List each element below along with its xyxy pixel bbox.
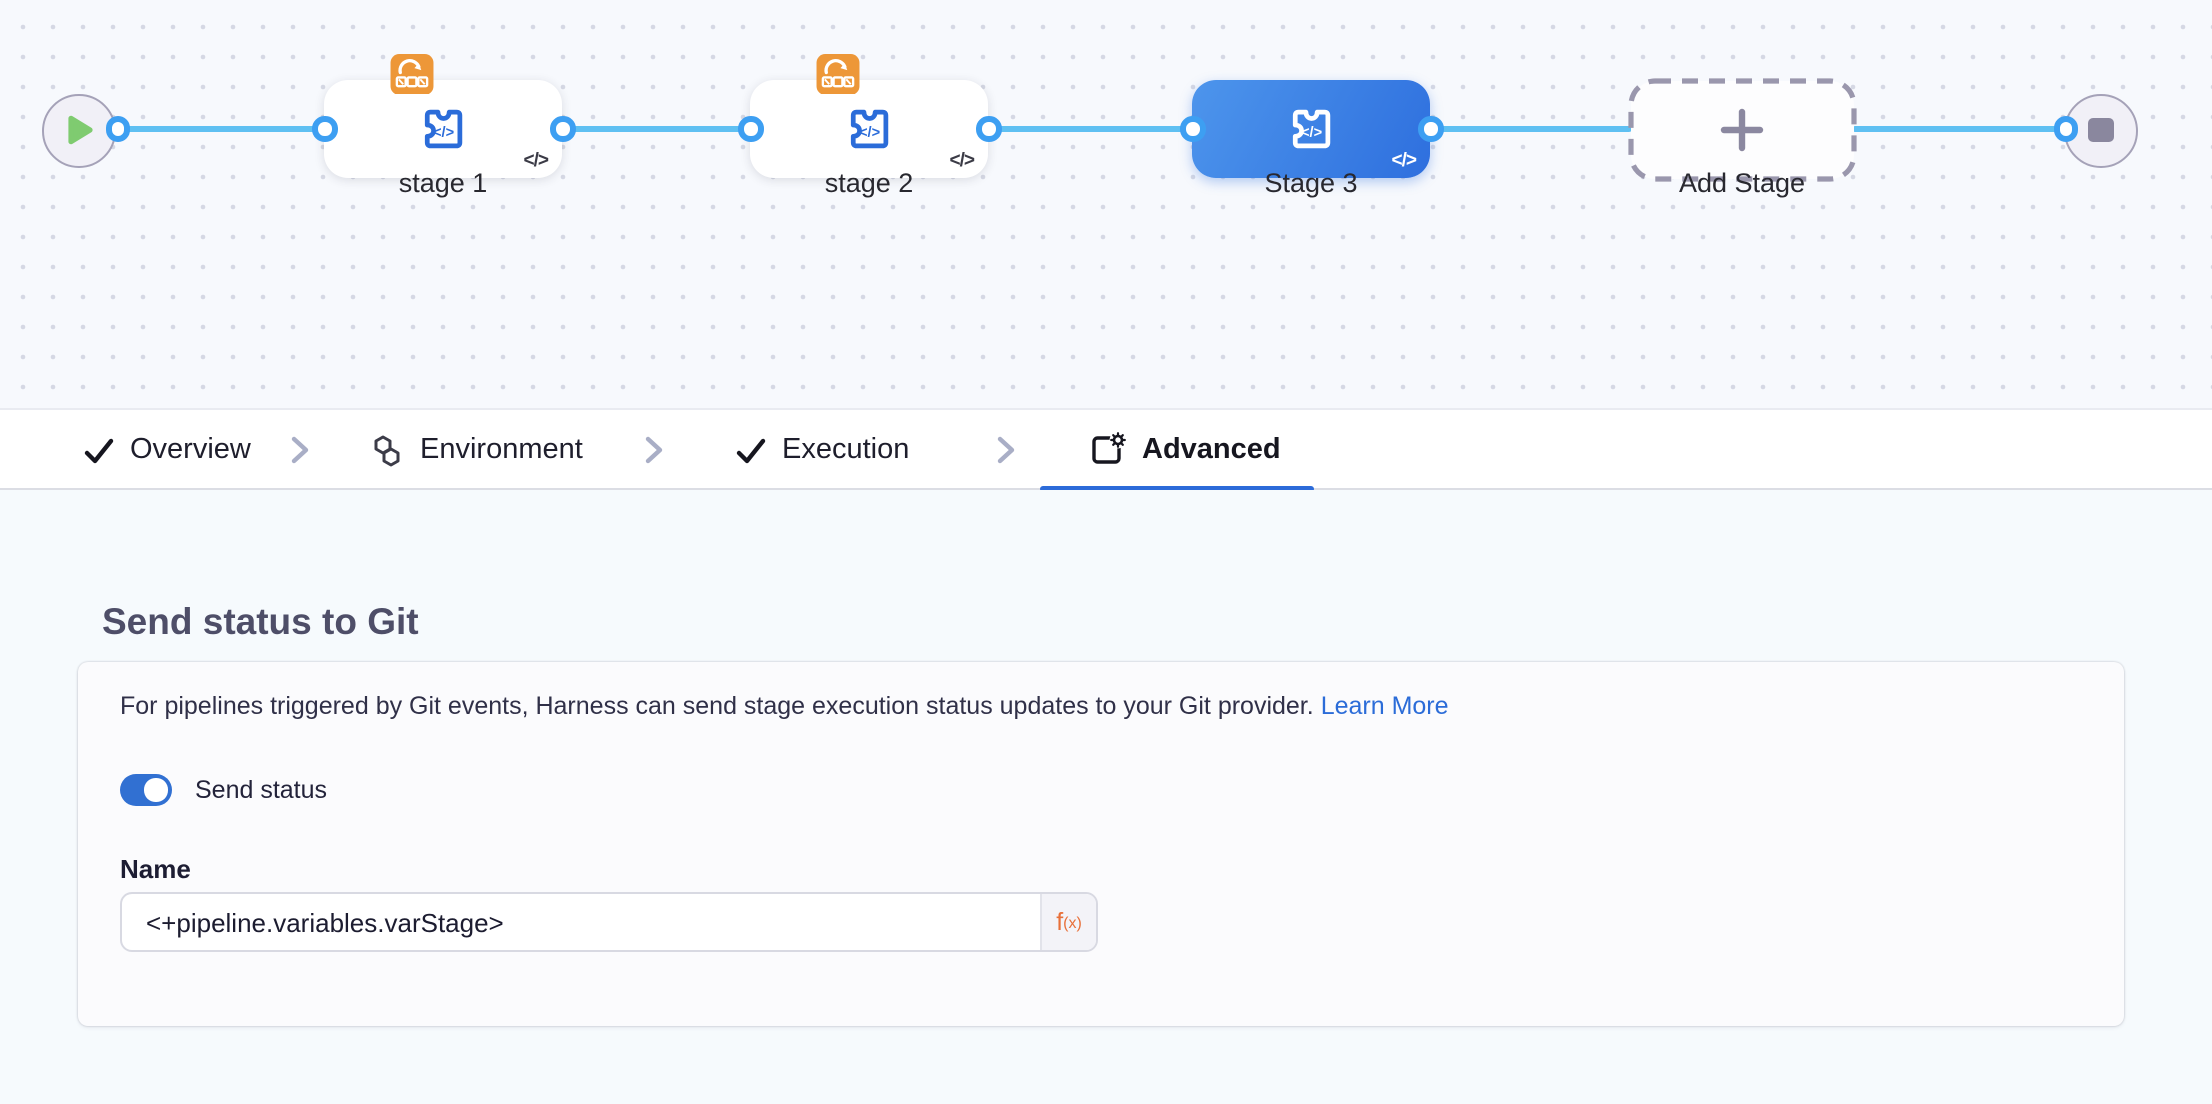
code-mark: </> bbox=[523, 150, 550, 172]
fx-sub-label: (x) bbox=[1063, 913, 1082, 931]
expression-fx-button[interactable]: f(x) bbox=[1040, 894, 1096, 950]
edge-line bbox=[1424, 126, 1632, 133]
tab-execution[interactable]: Execution bbox=[736, 410, 909, 490]
svg-text:</>: </> bbox=[1301, 125, 1322, 141]
tab-label: Overview bbox=[130, 434, 251, 466]
rolling-strategy-badge-icon bbox=[390, 53, 434, 94]
card-description: For pipelines triggered by Git events, H… bbox=[120, 690, 2040, 722]
active-tab-underline bbox=[1040, 485, 1314, 491]
stop-icon bbox=[2088, 118, 2114, 142]
tab-label: Execution bbox=[782, 434, 910, 466]
send-status-card: For pipelines triggered by Git events, H… bbox=[78, 662, 2124, 1026]
check-icon bbox=[736, 437, 766, 463]
send-status-row: Send status bbox=[120, 774, 327, 806]
custom-stage-icon: </> bbox=[1292, 109, 1331, 149]
code-mark: </> bbox=[949, 150, 976, 172]
check-icon bbox=[84, 437, 114, 463]
plus-icon bbox=[1721, 108, 1764, 152]
doc-gear-icon bbox=[1092, 432, 1126, 464]
tab-environment[interactable]: Environment bbox=[370, 410, 583, 490]
toggle-label: Send status bbox=[195, 776, 328, 804]
stage-label: stage 1 bbox=[398, 168, 488, 198]
custom-stage-icon: </> bbox=[850, 109, 889, 149]
edge-line bbox=[1852, 126, 2070, 133]
fx-label: f bbox=[1056, 908, 1064, 936]
edge-line bbox=[110, 126, 330, 133]
connector-port[interactable] bbox=[105, 116, 131, 142]
name-input[interactable] bbox=[122, 894, 1040, 950]
code-mark: </> bbox=[1391, 150, 1418, 172]
stage-label: Add Stage bbox=[1678, 168, 1806, 198]
connector-port[interactable] bbox=[1180, 116, 1206, 142]
play-icon bbox=[67, 115, 92, 145]
connector-port[interactable] bbox=[550, 116, 576, 142]
add-stage-button[interactable] bbox=[1628, 78, 1857, 182]
pipeline-start-node[interactable] bbox=[42, 93, 116, 167]
connector-port[interactable] bbox=[312, 116, 338, 142]
learn-more-link[interactable]: Learn More bbox=[1320, 692, 1449, 720]
stage-node-2[interactable]: </> </> bbox=[750, 80, 988, 178]
rolling-strategy-badge-icon bbox=[816, 53, 860, 94]
connector-port[interactable] bbox=[976, 116, 1002, 142]
connector-port[interactable] bbox=[1418, 116, 1444, 142]
stage-node-1[interactable]: </> </> bbox=[324, 80, 562, 178]
send-status-toggle[interactable] bbox=[120, 774, 171, 806]
name-input-group: f(x) bbox=[120, 892, 1098, 952]
pipeline-canvas[interactable]: </> </> </> </> bbox=[0, 0, 2212, 408]
tab-label: Advanced bbox=[1142, 434, 1281, 466]
toggle-knob bbox=[144, 778, 167, 802]
tab-label: Environment bbox=[420, 434, 583, 466]
edge-line bbox=[556, 126, 756, 133]
name-field-label: Name bbox=[120, 854, 191, 884]
connector-port[interactable] bbox=[2053, 116, 2079, 142]
connector-port[interactable] bbox=[738, 116, 764, 142]
description-text: For pipelines triggered by Git events, H… bbox=[120, 692, 1314, 720]
tab-overview[interactable]: Overview bbox=[84, 410, 251, 490]
tab-advanced[interactable]: Advanced bbox=[1090, 410, 1281, 490]
svg-text:</>: </> bbox=[433, 125, 454, 141]
stage-label: Stage 3 bbox=[1264, 168, 1358, 198]
svg-text:</>: </> bbox=[859, 125, 880, 141]
edge-line bbox=[982, 126, 1198, 133]
stage-config-tabbar: Overview Environment Execution bbox=[0, 408, 2212, 491]
custom-stage-icon: </> bbox=[424, 109, 463, 149]
stage-label: stage 2 bbox=[824, 168, 914, 198]
chevron-right-icon bbox=[645, 436, 663, 464]
hexagons-icon bbox=[374, 434, 400, 466]
stage-node-3-selected[interactable]: </> </> bbox=[1192, 80, 1430, 178]
chevron-right-icon bbox=[291, 436, 309, 464]
chevron-right-icon bbox=[997, 436, 1015, 464]
section-heading: Send status to Git bbox=[102, 600, 419, 642]
